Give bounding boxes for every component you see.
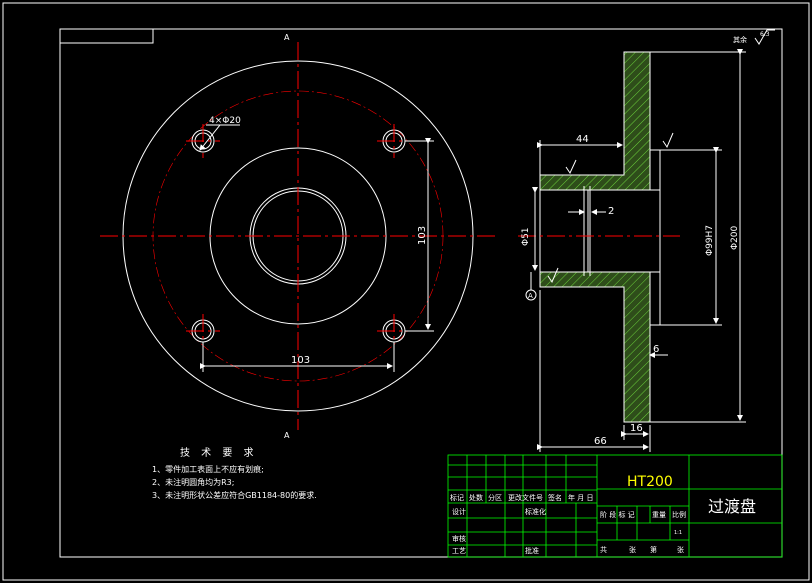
label-gongyi: 工艺 xyxy=(452,547,466,555)
datum-label: A xyxy=(528,292,533,300)
part-name: 过渡盘 xyxy=(708,497,756,516)
label-di: 第 xyxy=(650,545,657,554)
front-view xyxy=(100,42,496,430)
notes-title: 技 术 要 求 xyxy=(180,448,258,459)
dim-horizontal-103: 103 xyxy=(291,355,310,366)
label-shenhe: 审核 xyxy=(452,534,466,543)
section-label-top: A xyxy=(284,33,290,42)
title-block-labels: 标记 处数 分区 更改文件号 签名 年 月 日 设计 标准化 审核 工艺 批准 … xyxy=(450,493,686,555)
label-biaoji: 标记 xyxy=(450,493,464,502)
technical-notes: 技 术 要 求 1、零件加工表面上不应有划痕; 2、未注明圆角均为R3; 3、未… xyxy=(152,447,317,502)
note-3: 3、未注明形状公差应符合GB1184-80的要求. xyxy=(152,491,317,500)
dim-vertical-103: 103 xyxy=(417,226,428,245)
dim-2: 2 xyxy=(608,206,614,217)
corner-box xyxy=(59,28,154,44)
dim-fit: Φ99H7 xyxy=(705,225,715,256)
label-gengai: 更改文件号 xyxy=(508,493,543,502)
label-jieduan: 阶 段 标 记 xyxy=(600,510,635,519)
dim-outer: Φ200 xyxy=(730,225,740,250)
dim-6: 6 xyxy=(653,344,659,355)
label-scale: 1:1 xyxy=(674,530,682,536)
label-fenqu: 分区 xyxy=(488,493,502,502)
title-block-grid xyxy=(447,454,783,558)
material: HT200 xyxy=(627,474,673,490)
label-zhang2: 张 xyxy=(677,545,684,554)
label-chushu: 处数 xyxy=(469,493,483,502)
label-zhang1: 张 xyxy=(629,545,636,554)
dim-66: 66 xyxy=(594,436,607,447)
label-bili: 比例 xyxy=(672,510,686,519)
hole-callout: 4×Φ20 xyxy=(209,116,241,126)
label-qianming: 签名 xyxy=(548,493,562,502)
dim-44: 44 xyxy=(576,134,589,145)
label-zhongliang: 重量 xyxy=(652,511,666,519)
label-pizhun: 批准 xyxy=(525,546,539,555)
bore xyxy=(539,189,589,273)
dim-16: 16 xyxy=(630,423,643,434)
note-2: 2、未注明圆角均为R3; xyxy=(152,478,235,487)
bore-recess xyxy=(589,189,661,273)
label-nianyueri: 年 月 日 xyxy=(568,493,593,502)
roughness-other: 其余 xyxy=(733,35,747,44)
label-sheji: 设计 xyxy=(452,507,466,516)
section-label-bottom: A xyxy=(284,431,290,440)
dim-bore: Φ51 xyxy=(521,227,531,246)
inner-border xyxy=(59,28,783,558)
center-lines xyxy=(100,42,496,430)
label-biaozhunhua: 标准化 xyxy=(525,507,546,516)
roughness-value: 6.3 xyxy=(760,31,770,38)
section-view xyxy=(518,29,775,452)
label-gong: 共 xyxy=(600,545,607,554)
note-1: 1、零件加工表面上不应有划痕; xyxy=(152,465,264,474)
